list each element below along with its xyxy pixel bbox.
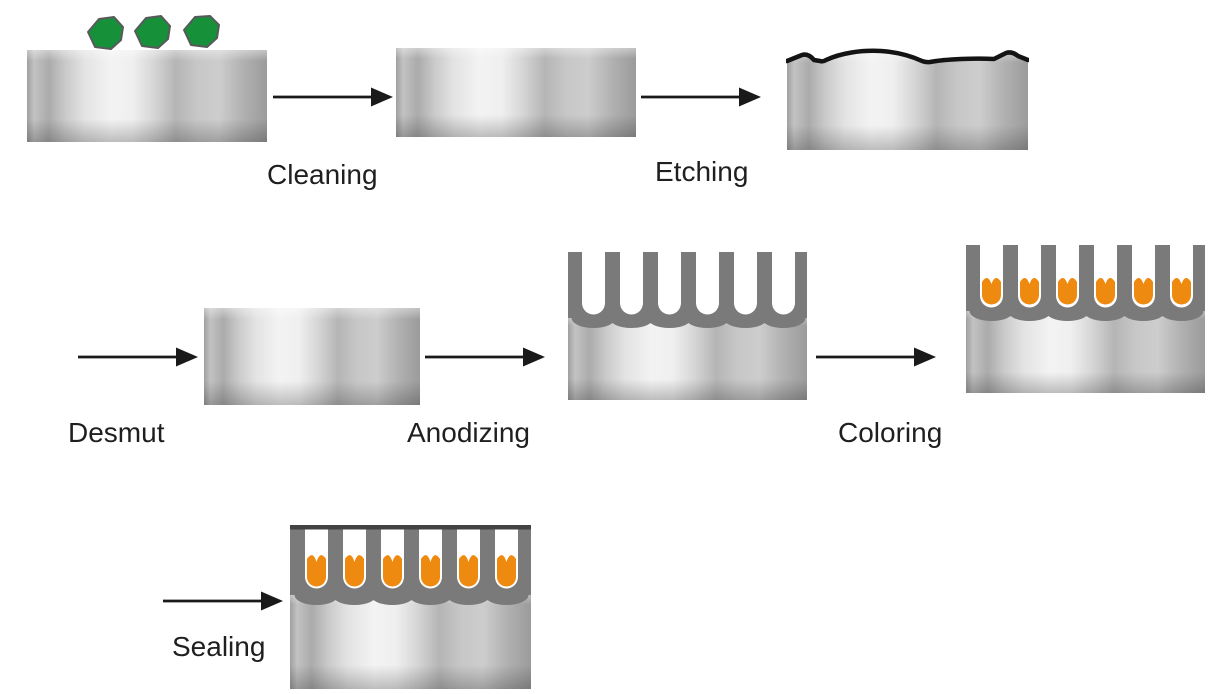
arrow-head: [914, 347, 936, 367]
metal-shading: [27, 50, 267, 142]
metal-shading: [966, 309, 1205, 393]
step-label-coloring: Coloring: [838, 417, 943, 448]
metal-shading: [396, 48, 636, 137]
substrate-colored: [966, 245, 1205, 393]
metal-shading: [568, 316, 807, 400]
substrate-sealed: [290, 525, 531, 689]
arrow-head: [371, 87, 393, 107]
oxide-pores: [582, 252, 795, 315]
contaminant-particle-icon: [183, 15, 220, 48]
metal-shading: [787, 50, 1028, 150]
substrate-cleaned: [396, 48, 636, 137]
arrow-sealing: [163, 591, 283, 611]
step-label-desmut: Desmut: [68, 417, 165, 448]
dye-fill: [982, 278, 1191, 305]
arrow-coloring: [816, 347, 936, 367]
metal-shading: [204, 308, 420, 405]
metal-shading: [290, 593, 531, 689]
arrow-cleaning: [273, 87, 393, 107]
arrow-head: [261, 591, 283, 611]
arrow-etching: [641, 87, 761, 107]
substrate-desmutted: [204, 308, 420, 405]
oxide-layer: [290, 525, 531, 605]
step-label-sealing: Sealing: [172, 631, 266, 662]
substrate-contaminated: [27, 15, 267, 142]
step-label-anodizing: Anodizing: [407, 417, 530, 448]
oxide-layer: [568, 252, 807, 328]
dye-fill: [307, 555, 516, 587]
step-label-etching: Etching: [655, 156, 749, 187]
step-label-cleaning: Cleaning: [267, 159, 378, 190]
contaminant-particle-icon: [134, 15, 171, 49]
seal-cap-layer: [290, 525, 531, 530]
oxide-layer: [966, 245, 1205, 321]
contaminant-particles: [87, 15, 220, 50]
arrow-desmut: [78, 347, 198, 367]
substrate-etched: [786, 48, 1029, 150]
arrow-head: [176, 347, 198, 367]
arrow-head: [523, 347, 545, 367]
contaminant-particle-icon: [87, 16, 124, 50]
arrow-head: [739, 87, 761, 107]
arrow-anodizing: [425, 347, 545, 367]
substrate-anodized: [568, 252, 807, 400]
etched-surface-line: [786, 48, 1029, 65]
